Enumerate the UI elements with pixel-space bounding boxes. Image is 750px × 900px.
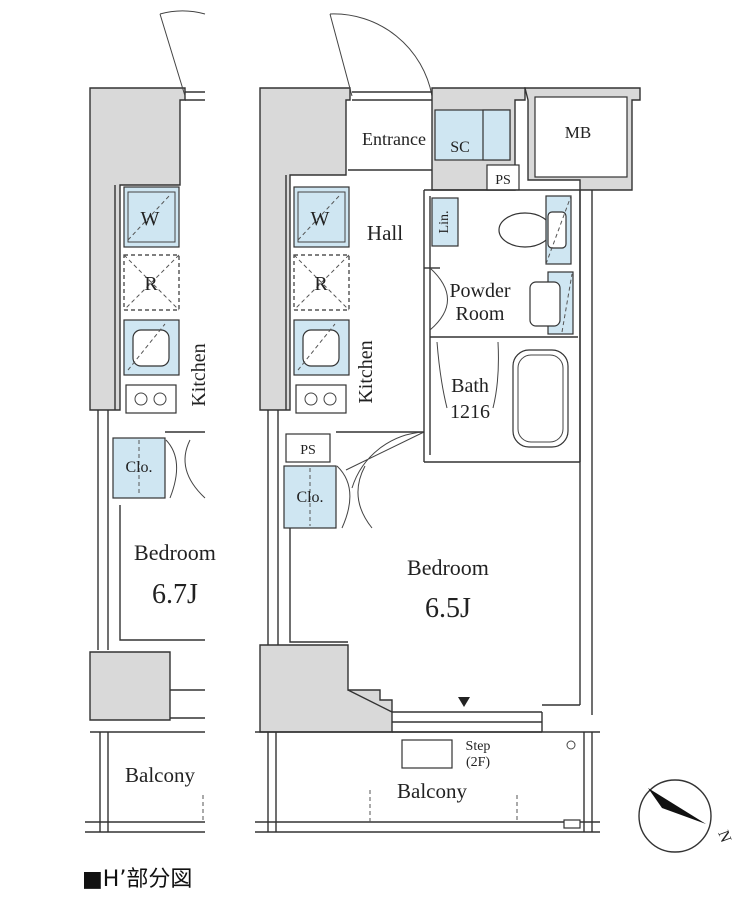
kitchen-sink-basin — [302, 329, 340, 367]
compass: N — [638, 779, 734, 853]
bedroom-wall-step — [347, 689, 393, 713]
ps-top-label: PS — [495, 173, 511, 188]
left-unit-balcony-side — [99, 732, 109, 832]
bedroom-door — [345, 431, 425, 489]
left-unit-bedroom-label: Bedroom — [134, 540, 216, 565]
hall-label: Hall — [367, 221, 403, 245]
main-unit-entry-threshold — [352, 91, 432, 101]
kitchen-sink-diag — [297, 323, 336, 371]
washer — [293, 186, 350, 248]
left-unit-balcony-label: Balcony — [125, 763, 195, 787]
bath-label-2: 1216 — [450, 401, 490, 423]
vanity-diag — [561, 273, 573, 333]
step-label-1: Step — [466, 739, 491, 754]
balcony-rail — [255, 821, 600, 833]
bedroom-label: Bedroom — [407, 555, 489, 580]
entrance-label: Entrance — [362, 129, 426, 149]
fridge-diag-2 — [293, 254, 350, 311]
compass-needle — [648, 788, 706, 824]
bedroom-size: 6.5J — [425, 593, 471, 624]
balcony-vent — [563, 819, 581, 829]
left-unit-closet-label: Clo. — [125, 459, 152, 476]
bedroom-west-wall — [289, 528, 348, 643]
left-unit-burner-1 — [134, 392, 148, 406]
kitchen-label: Kitchen — [355, 340, 377, 403]
vanity-basin — [529, 281, 561, 327]
compass-ring — [638, 779, 712, 853]
left-unit-bedroom-wall — [119, 505, 205, 641]
left-unit-sink-diag — [127, 323, 166, 371]
entry-marker — [458, 697, 470, 707]
main-unit: Entrance SC PS MB Hall W R Kitchen — [255, 13, 641, 833]
left-unit-stove — [125, 384, 177, 414]
left-unit-bedroom-size: 6.7J — [152, 579, 198, 610]
shoe-cabinet-tall — [482, 109, 511, 161]
closet-label: Clo. — [296, 489, 323, 506]
balcony-drain — [566, 740, 576, 750]
mb-label: MB — [565, 123, 591, 142]
step-label-2: (2F) — [466, 755, 490, 770]
left-unit-balcony-rail — [85, 821, 205, 833]
powder-room-label-2: Room — [456, 303, 505, 325]
main-unit-wall-lower — [259, 644, 393, 733]
burner-2 — [323, 392, 337, 406]
toilet-diag — [545, 195, 572, 265]
left-unit-sill — [170, 689, 205, 719]
left-unit-wall-west — [97, 410, 109, 650]
bedroom-window — [392, 711, 542, 733]
sc-label: SC — [450, 139, 470, 156]
washer-label: W — [311, 208, 330, 230]
left-unit-burner-2 — [153, 392, 167, 406]
window-east-jamb — [541, 704, 580, 732]
left-unit: W R Kitchen Clo. Bedroom 6.7J Balcony — [85, 10, 216, 833]
left-unit-closet-doors — [165, 439, 206, 499]
bathtub — [512, 349, 569, 448]
closet-doors — [336, 465, 373, 529]
meter-box — [534, 96, 628, 178]
balcony-sides — [267, 732, 593, 832]
main-unit-wall-west — [267, 410, 279, 650]
powder-room-label-1: Powder — [449, 280, 510, 302]
powder-door — [429, 267, 448, 331]
bath-label-1: Bath — [451, 375, 489, 397]
wet-area-walls — [423, 189, 581, 463]
stove — [295, 384, 347, 414]
balcony-label: Balcony — [397, 779, 467, 803]
left-unit-washer-inner — [127, 191, 176, 243]
plan-caption: ■H’部分図 — [82, 867, 192, 892]
linen-cabinet — [431, 197, 459, 247]
left-unit-washer — [123, 186, 180, 248]
main-unit-east-wall — [579, 190, 593, 715]
left-unit-fridge-diag-2 — [123, 254, 180, 311]
compass-north-label: N — [714, 828, 734, 845]
left-unit-entry-door — [159, 10, 206, 97]
bathtub-inner — [517, 354, 564, 443]
left-unit-washer-diag — [127, 194, 171, 241]
left-unit-kitchen-label: Kitchen — [188, 343, 210, 406]
left-unit-fridge-label: R — [144, 273, 158, 295]
step-block — [401, 739, 453, 769]
fridge-label: R — [314, 273, 328, 295]
main-unit-entry-door — [329, 13, 433, 97]
toilet-bowl — [498, 212, 552, 248]
linen-label: Lin. — [437, 211, 452, 234]
left-unit-sink-basin — [132, 329, 170, 367]
left-unit-window-top — [185, 91, 205, 101]
washer-diag — [297, 194, 341, 241]
ps-mid — [285, 433, 331, 463]
burner-1 — [304, 392, 318, 406]
main-unit-wall-upper — [259, 87, 351, 411]
bath-door — [436, 341, 499, 409]
washer-inner — [297, 191, 346, 243]
left-unit-wall-lower — [89, 651, 171, 721]
left-unit-washer-label: W — [141, 208, 160, 230]
ps-mid-label: PS — [300, 443, 316, 458]
